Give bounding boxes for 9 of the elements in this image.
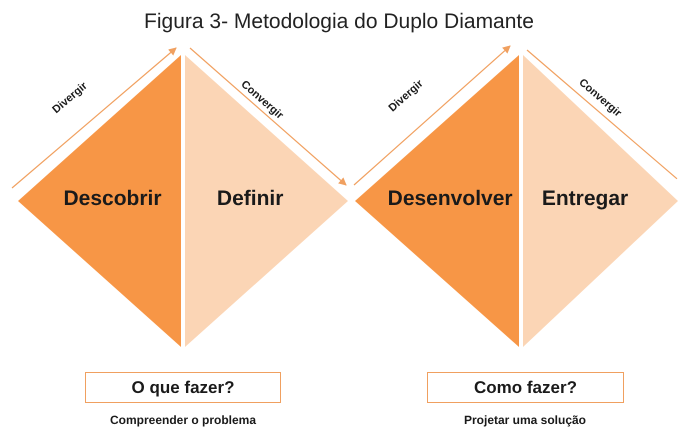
phase-label: Entregar <box>542 187 628 211</box>
caption: Projetar uma solução <box>464 413 586 427</box>
figure-title: Figura 3- Metodologia do Duplo Diamante <box>143 10 535 34</box>
phase-label: Descobrir <box>64 187 162 211</box>
phase-label: Definir <box>216 187 284 211</box>
caption: Compreender o problema <box>110 413 256 427</box>
phase-label: Desenvolver <box>388 187 513 211</box>
question-box: Como fazer? <box>427 372 624 403</box>
question-box: O que fazer? <box>85 372 281 403</box>
